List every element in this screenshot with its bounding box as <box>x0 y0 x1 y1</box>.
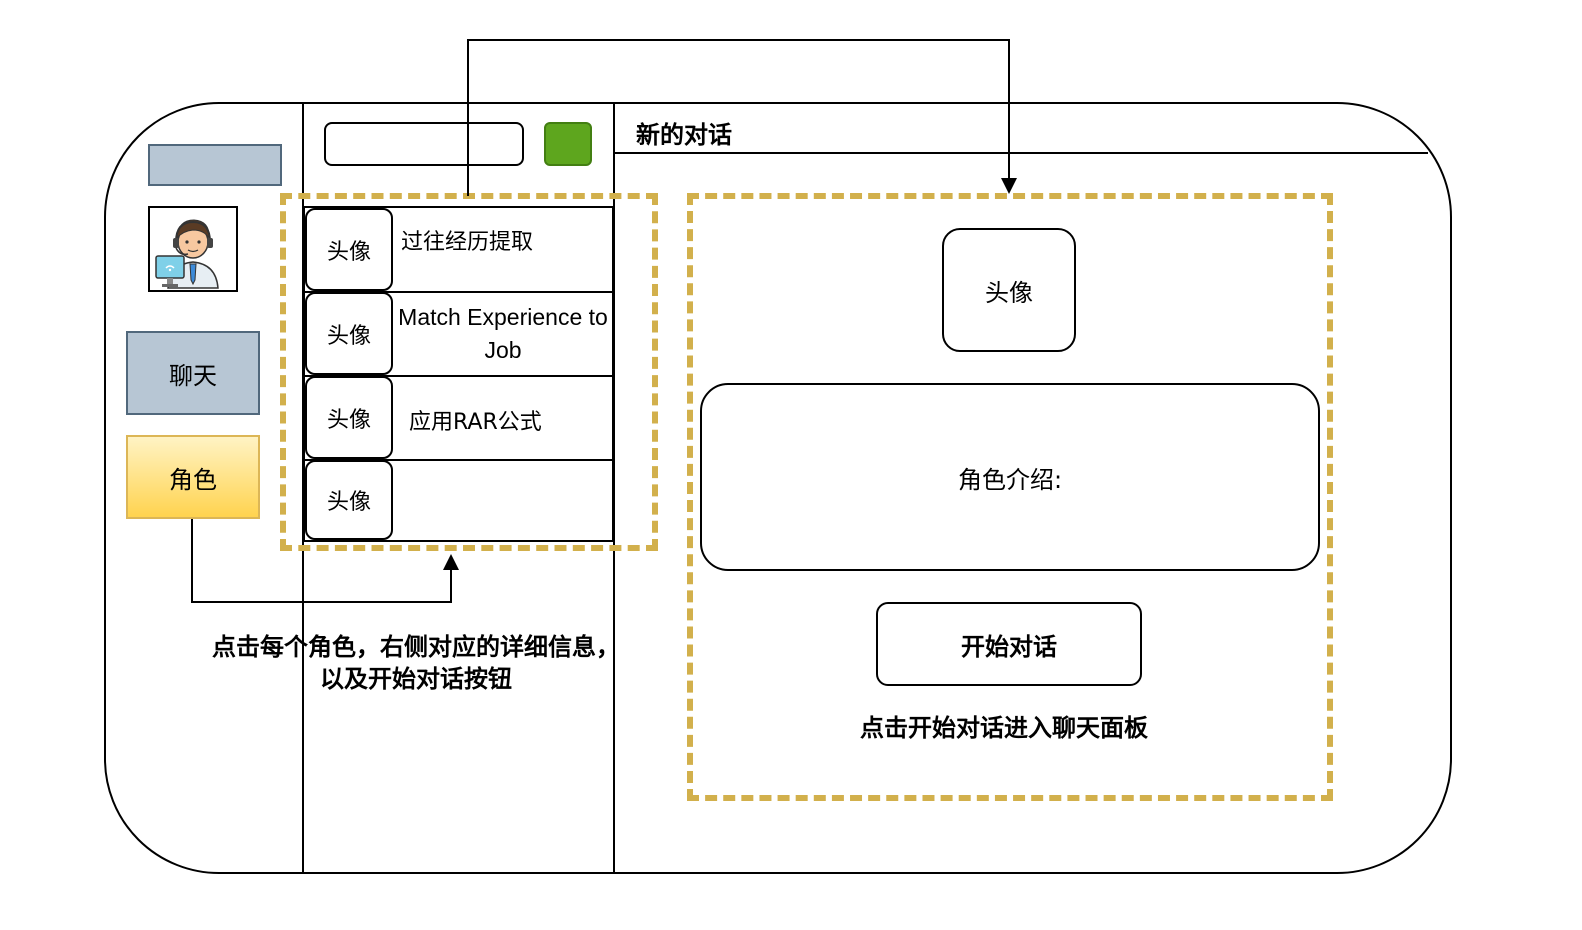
detail-avatar: 头像 <box>942 228 1076 352</box>
user-avatar[interactable] <box>148 206 238 292</box>
role-list-item[interactable]: 头像 过往经历提取 <box>305 208 612 293</box>
nav-role-label: 角色 <box>169 465 217 494</box>
search-input[interactable] <box>324 122 524 166</box>
list-divider <box>613 102 615 874</box>
nav-chat-label: 聊天 <box>169 361 217 390</box>
role-name: Match Experience to Job <box>398 304 608 363</box>
role-avatar: 头像 <box>305 376 393 459</box>
new-chat-button[interactable] <box>544 122 592 166</box>
role-avatar: 头像 <box>305 208 393 291</box>
role-name: 过往经历提取 <box>401 230 534 255</box>
header-divider <box>613 152 1428 154</box>
app-frame <box>104 102 1452 874</box>
annotation-line-1: 点击每个角色，右侧对应的详细信息， <box>212 633 620 661</box>
list-to-detail-arrow <box>467 39 1010 196</box>
role-list: 头像 过往经历提取 头像 Match Experience to Job 头像 … <box>303 206 614 542</box>
nav-role-button[interactable]: 角色 <box>126 435 260 519</box>
start-chat-button[interactable]: 开始对话 <box>876 602 1142 686</box>
annotation-line-2: 以及开始对话按钮 <box>320 664 512 693</box>
customer-service-person-icon <box>155 219 219 289</box>
start-chat-note: 点击开始对话进入聊天面板 <box>860 714 1148 742</box>
role-nav-to-list-arrowhead <box>443 554 459 570</box>
role-avatar: 头像 <box>305 460 393 540</box>
role-avatar: 头像 <box>305 292 393 375</box>
role-list-item[interactable]: 头像 应用RAR公式 <box>305 376 612 461</box>
nav-chat-button[interactable]: 聊天 <box>126 331 260 415</box>
role-list-item[interactable]: 头像 <box>305 460 612 540</box>
page-title: 新的对话 <box>636 121 732 149</box>
role-click-annotation: 点击每个角色，右侧对应的详细信息， 以及开始对话按钮 <box>196 632 636 696</box>
role-nav-to-list-arrow <box>191 519 452 603</box>
role-intro-box: 角色介绍: <box>700 383 1320 571</box>
list-to-detail-arrowhead <box>1001 178 1017 194</box>
role-name: 应用RAR公式 <box>409 410 542 435</box>
role-detail-highlight <box>687 193 1333 801</box>
sidebar-logo-placeholder <box>148 144 282 186</box>
role-list-item[interactable]: 头像 Match Experience to Job <box>305 292 612 377</box>
